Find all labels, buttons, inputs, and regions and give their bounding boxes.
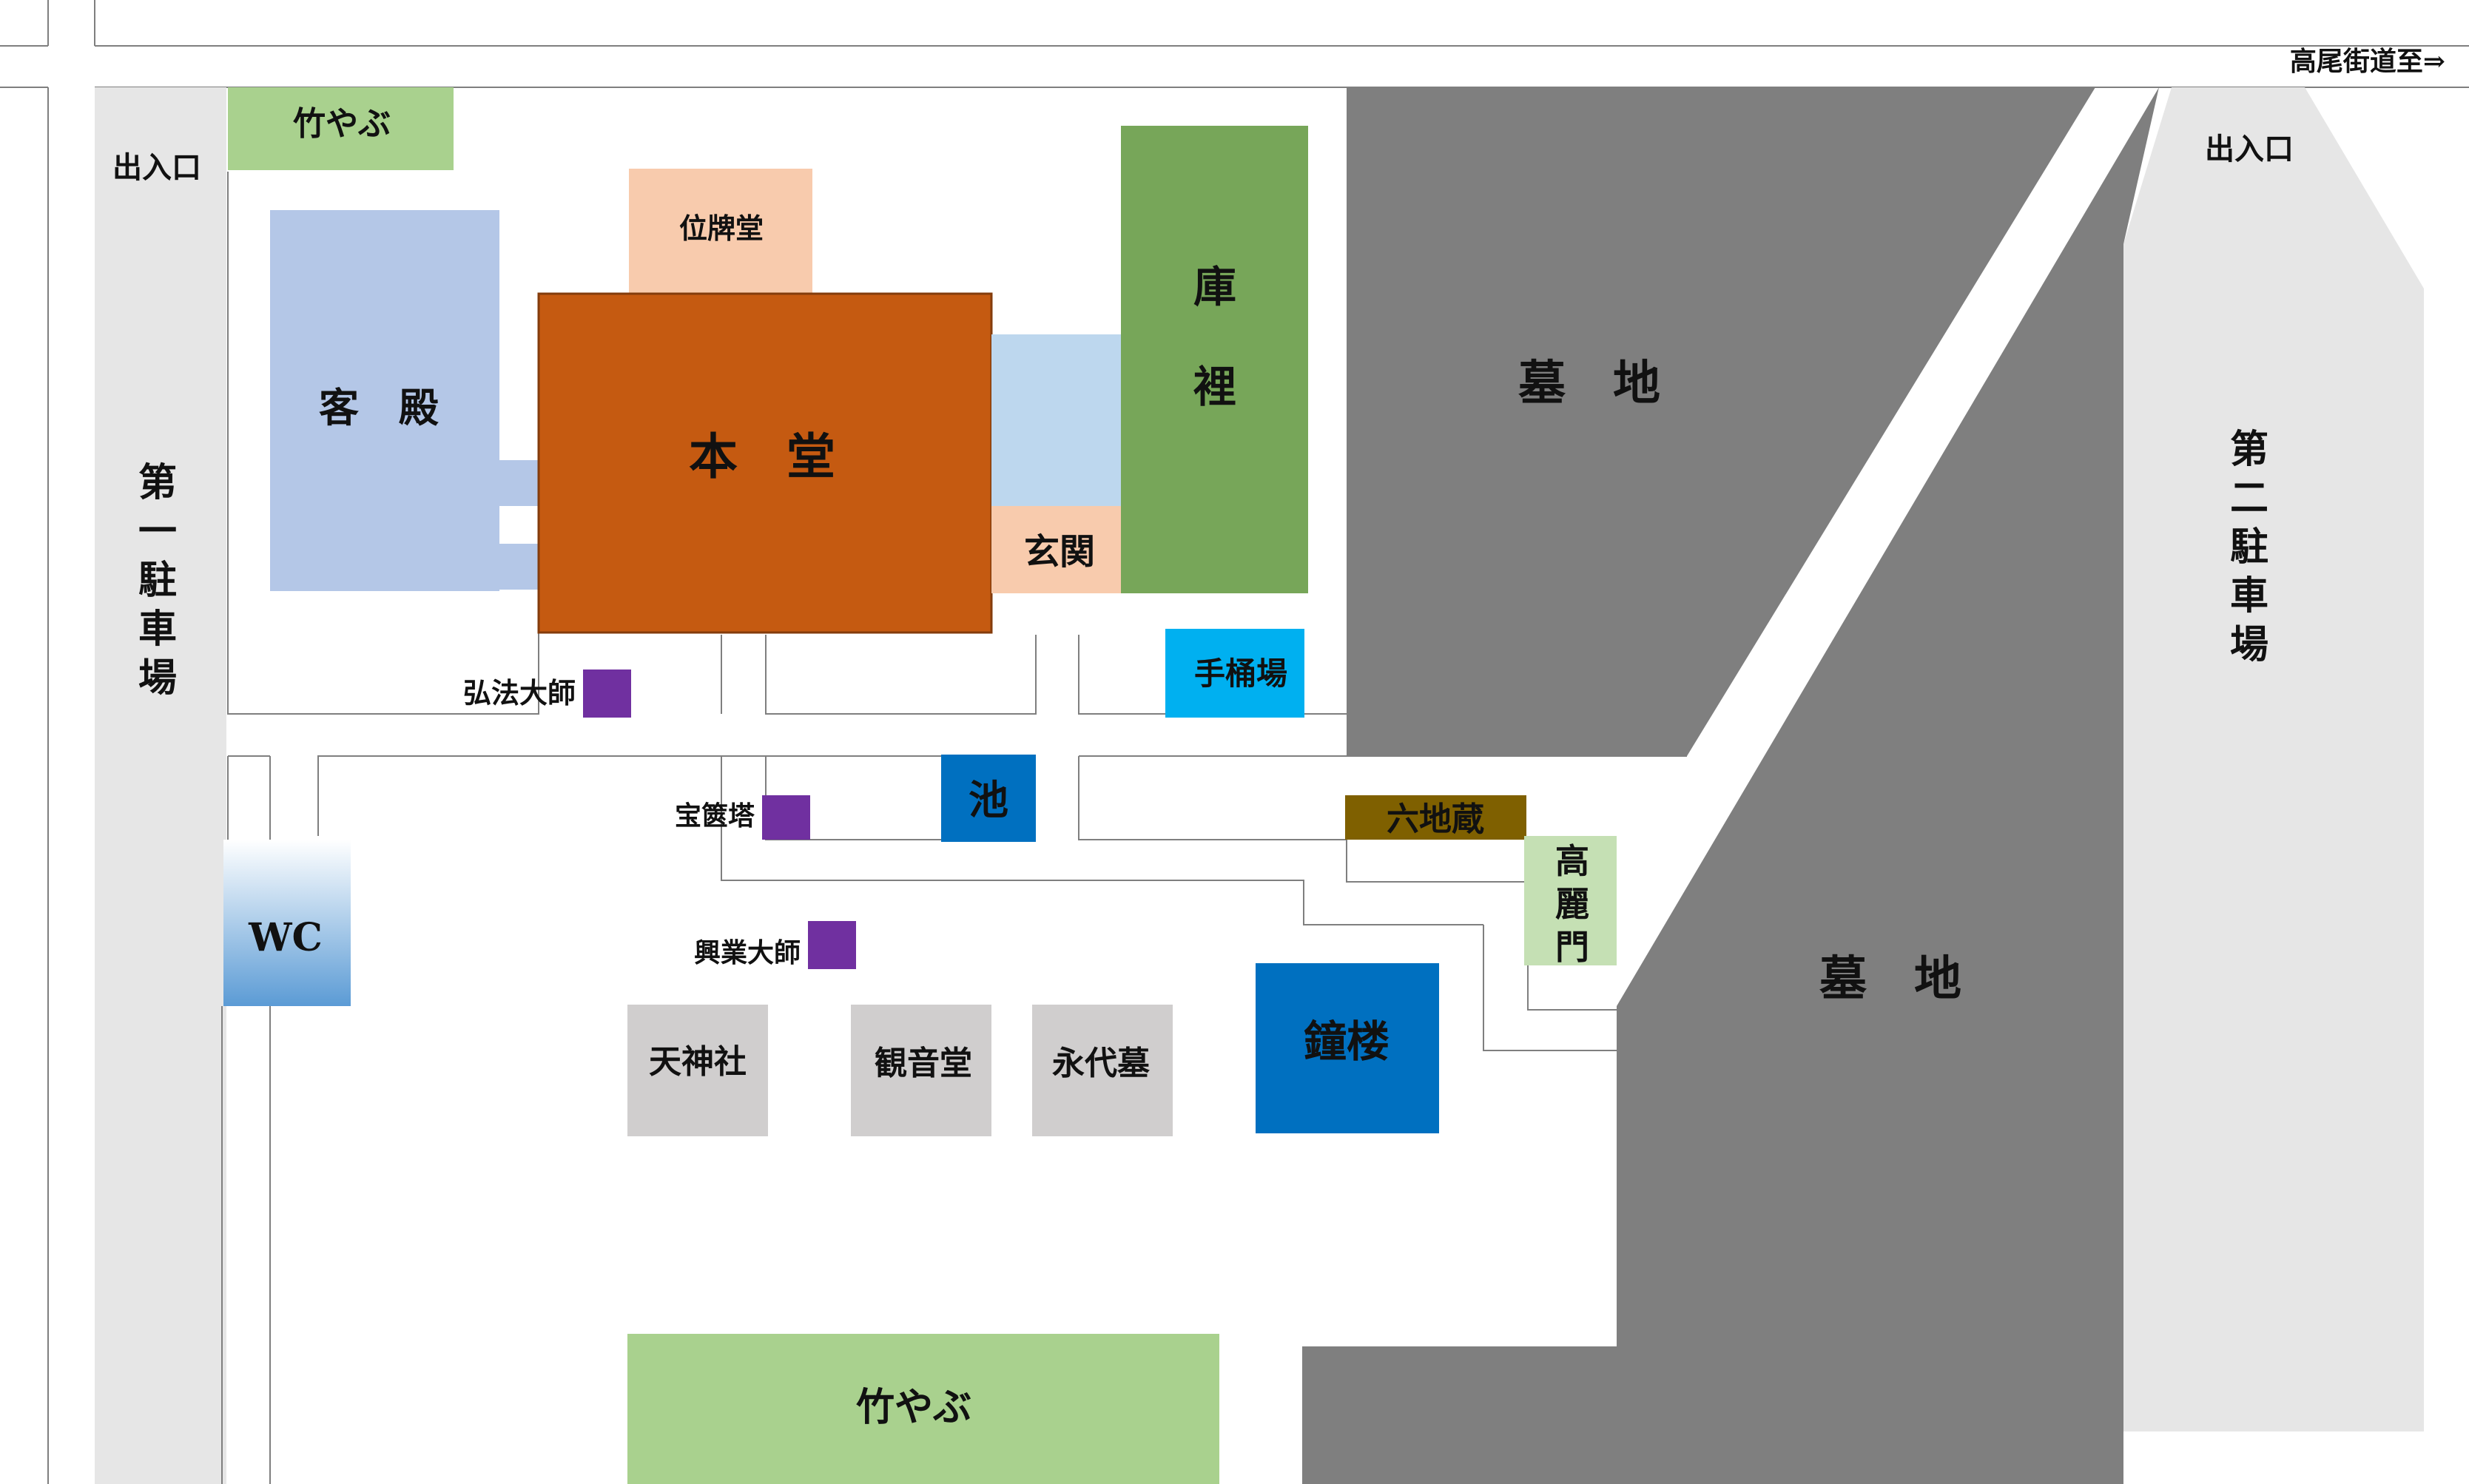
label-kyakuden: 客 殿 — [319, 384, 439, 431]
graveyard-upper — [1347, 87, 2095, 756]
label-graveyard-lower: 墓 地 — [1819, 951, 1961, 1007]
label-ike: 池 — [969, 776, 1008, 823]
koraimon-gate — [1524, 836, 1617, 965]
label-bamboo-top: 竹やぶ — [293, 105, 391, 143]
eitaibo-grave — [1032, 1005, 1173, 1136]
label-genkan: 玄関 — [1024, 531, 1095, 573]
genkan-building — [991, 506, 1121, 593]
label-parking-1: 第一駐車場 — [138, 460, 177, 701]
label-kobo-daishi: 弘法大師 — [463, 676, 576, 709]
label-entrance-right: 出入口 — [2205, 132, 2294, 166]
label-rokujizo: 六地蔵 — [1387, 800, 1484, 838]
label-koraimon: 高麗門 — [1555, 841, 1589, 967]
label-takao-road: 高尾街道至⇒ — [2290, 46, 2445, 77]
watari-corridor — [991, 334, 1121, 506]
label-tenjinsha: 天神社 — [649, 1043, 747, 1081]
label-kogyo-daishi: 興業大師 — [694, 937, 801, 968]
label-graveyard-upper: 墓 地 — [1518, 356, 1660, 411]
label-ihaido: 位牌堂 — [679, 212, 764, 245]
label-eitaibo: 永代墓 — [1052, 1045, 1151, 1082]
tenjinsha-shrine — [627, 1005, 768, 1136]
label-hokyoto: 宝篋塔 — [675, 800, 755, 832]
kobo-daishi-statue — [583, 670, 631, 718]
bamboo-grove-bottom — [627, 1334, 1219, 1484]
kyakuden-building — [270, 210, 499, 591]
label-kannondo: 観音堂 — [875, 1045, 972, 1082]
label-entrance-left: 出入口 — [112, 150, 201, 185]
label-parking-2: 第二駐車場 — [2230, 427, 2268, 667]
label-hondo: 本 堂 — [689, 428, 835, 485]
shoro-bell-tower — [1256, 963, 1439, 1133]
bamboo-grove-top — [228, 87, 454, 170]
parking-lot-2 — [2123, 87, 2424, 1431]
label-shoro: 鐘楼 — [1304, 1016, 1390, 1067]
label-kuri: 庫裡 — [1193, 262, 1236, 412]
kannondo-hall — [851, 1005, 991, 1136]
rokujizo-statues — [1345, 795, 1526, 840]
wc-building — [223, 840, 351, 1006]
graveyard-lower — [1302, 87, 2159, 1484]
kyakuden-connector-lower — [499, 544, 540, 590]
hokyoto-statue — [762, 795, 810, 840]
ike-pond — [941, 755, 1036, 842]
parking-lot-1 — [95, 87, 226, 1484]
kuri-building — [1121, 126, 1308, 593]
teoke-ba — [1165, 629, 1304, 718]
label-wc: WC — [248, 915, 323, 960]
kogyo-daishi-statue — [808, 921, 856, 969]
label-bamboo-bottom: 竹やぶ — [856, 1385, 971, 1430]
ihaido-building — [629, 169, 812, 294]
hondo-building — [537, 292, 993, 634]
label-teoke: 手桶場 — [1194, 655, 1287, 692]
map-labels: 高尾街道至⇒ 出入口 出入口 第一駐車場 第二駐車場 竹やぶ 位牌堂 客 殿 本… — [112, 46, 2445, 1430]
kyakuden-connector-upper — [499, 460, 540, 506]
